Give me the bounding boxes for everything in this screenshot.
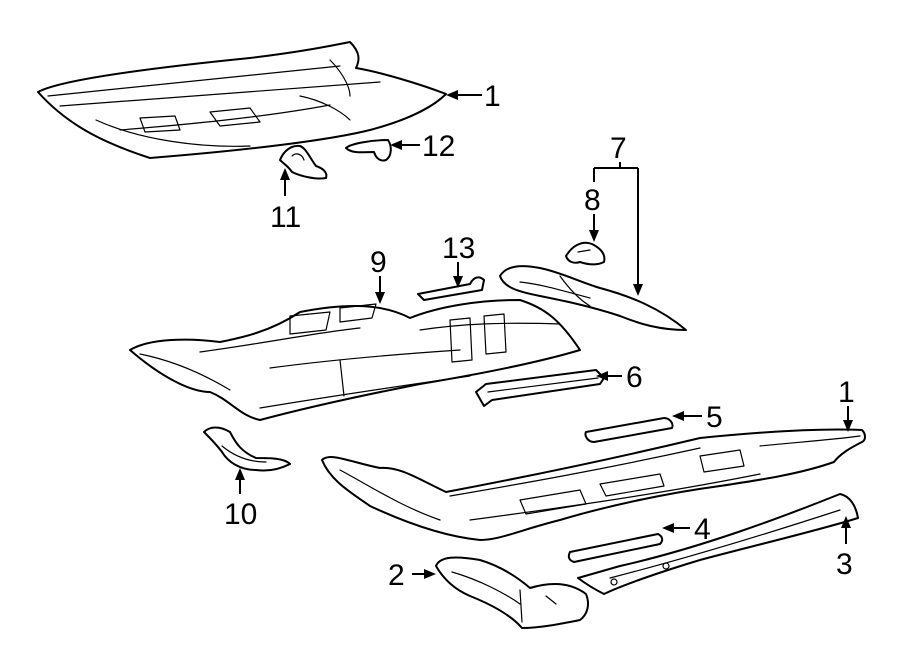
- part-10-bracket[interactable]: [203, 426, 291, 472]
- callout-1-right[interactable]: 1: [838, 376, 855, 409]
- callout-4[interactable]: 4: [694, 513, 711, 546]
- callout-1-top[interactable]: 1: [484, 80, 501, 113]
- callout-5[interactable]: 5: [706, 401, 723, 434]
- part-2-side-panel[interactable]: [435, 556, 589, 629]
- callout-10[interactable]: 10: [224, 498, 257, 531]
- callout-13[interactable]: 13: [442, 232, 475, 265]
- callout-9[interactable]: 9: [370, 246, 387, 279]
- callout-8[interactable]: 8: [584, 184, 601, 217]
- part-7-reinforcement[interactable]: [499, 265, 687, 331]
- part-6-crossmember[interactable]: [475, 369, 605, 407]
- part-11-bracket[interactable]: [279, 144, 328, 180]
- callout-11[interactable]: 11: [270, 201, 301, 234]
- part-3-sill[interactable]: [577, 493, 859, 595]
- part-9-front-floor-pan[interactable]: [129, 299, 581, 421]
- callout-7[interactable]: 7: [610, 132, 627, 165]
- part-5-rail[interactable]: [584, 417, 674, 443]
- part-4-strip[interactable]: [567, 533, 664, 563]
- part-1-rear-floor-pan[interactable]: [37, 41, 447, 159]
- callout-labels: 1 12 11 13 9 8 7 6 5 1 10 4 3 2: [224, 80, 855, 592]
- part-13-brace[interactable]: [417, 276, 485, 301]
- part-1-front-floor-panel[interactable]: [321, 428, 866, 541]
- leader-lines: [235, 90, 853, 579]
- callout-3[interactable]: 3: [836, 548, 853, 581]
- callout-12[interactable]: 12: [422, 130, 455, 163]
- callout-6[interactable]: 6: [626, 361, 643, 394]
- callout-2[interactable]: 2: [388, 559, 405, 592]
- part-8-clip[interactable]: [565, 241, 606, 266]
- part-12-bracket[interactable]: [345, 139, 392, 162]
